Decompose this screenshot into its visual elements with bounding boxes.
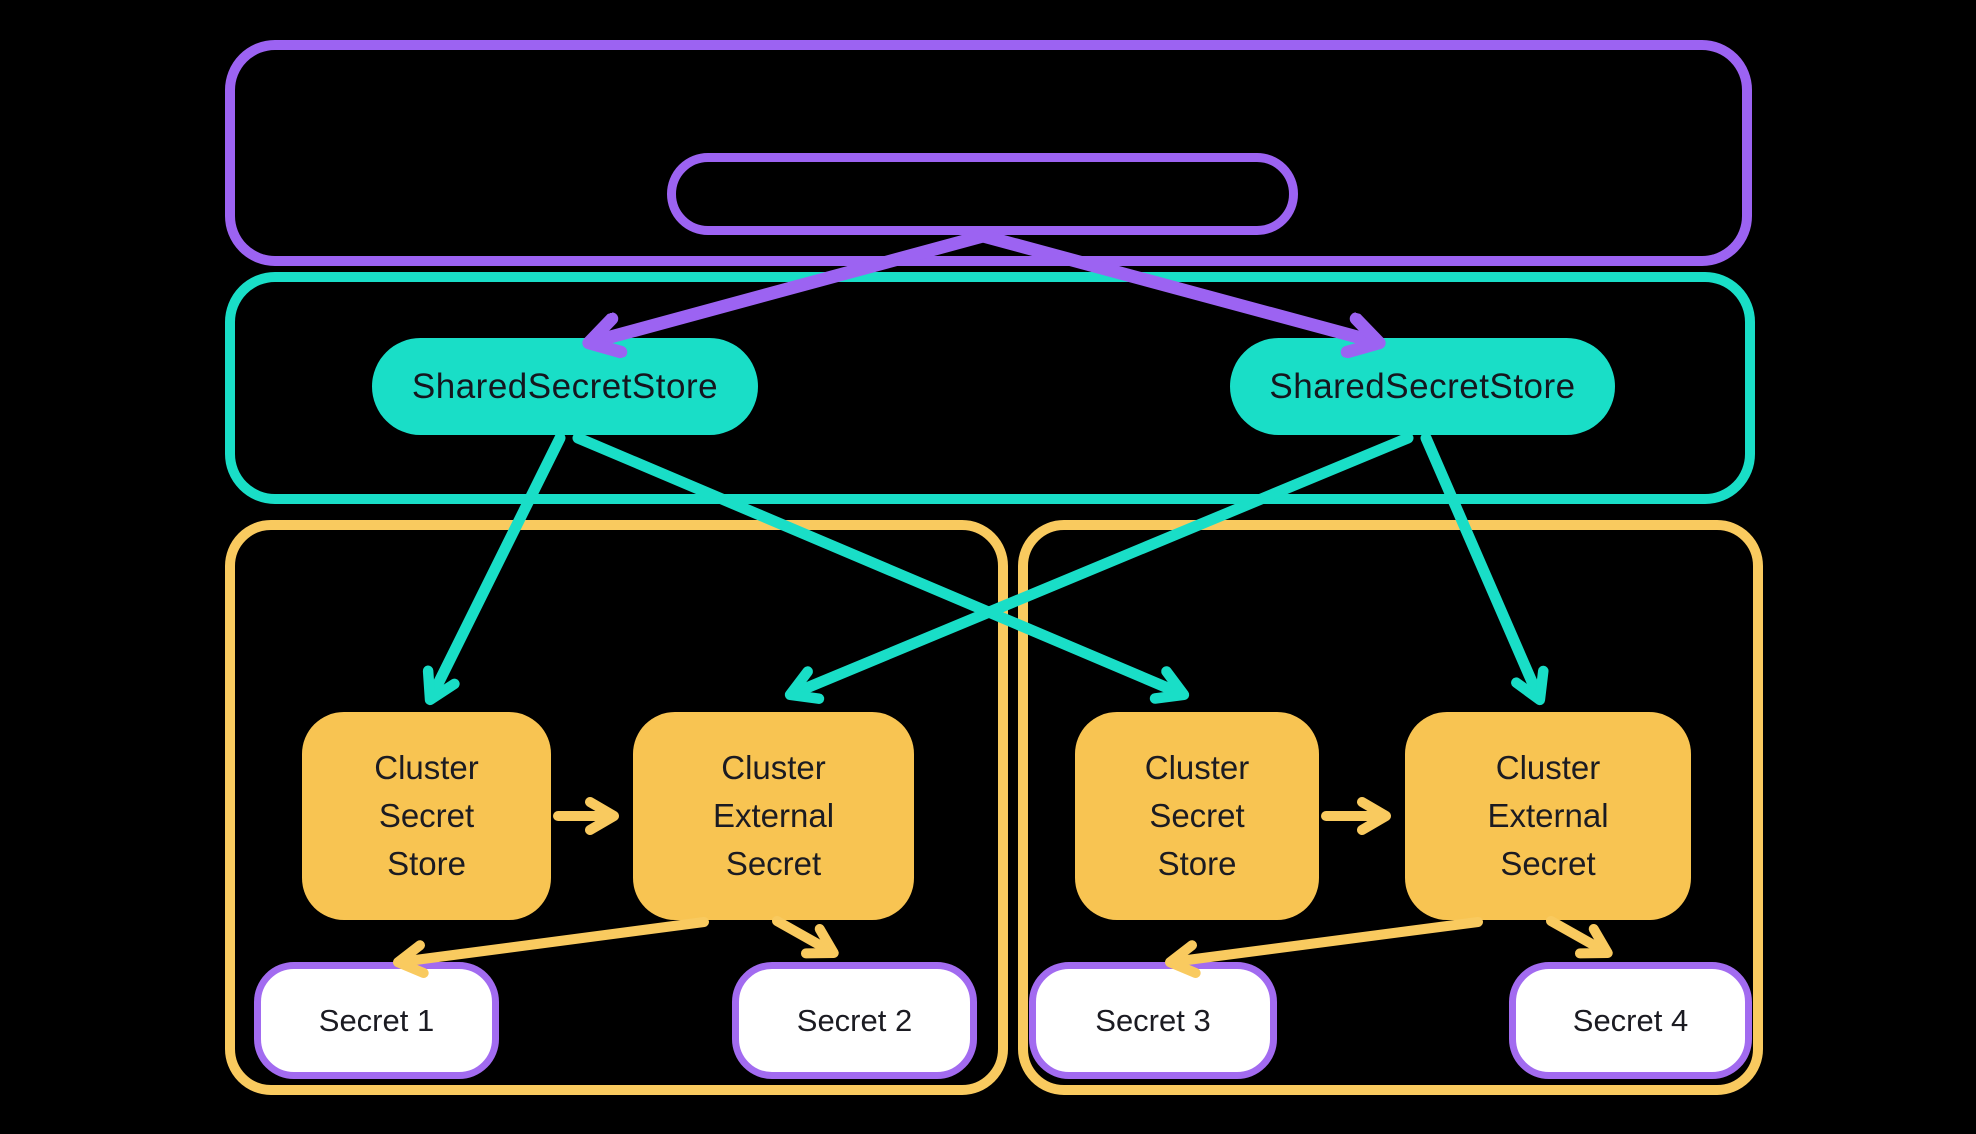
node-label-line: External [1487,797,1609,834]
cluster-secret-store-node-left: Cluster Secret Store [302,712,551,920]
node-label-line: External [712,797,835,834]
secret-pill-2: Secret 2 [732,962,977,1079]
node-label-line: Cluster [374,749,479,786]
node-label-line: Cluster [1144,749,1250,786]
node-label-line: Secret [725,845,822,882]
secret-label: Secret 3 [1095,1002,1211,1038]
secret-pill-1: Secret 1 [254,962,499,1079]
cluster-external-secret-node-left: Cluster External Secret [633,712,914,920]
secret-label: Secret 4 [1572,1002,1689,1038]
cluster-secret-store-node-right: Cluster Secret Store [1075,712,1319,920]
node-label-line: Secret [1149,797,1245,834]
shared-secret-store-label: SharedSecretStore [411,366,719,406]
secret-label: Secret 2 [796,1002,913,1038]
node-label-line: Store [1157,845,1237,882]
node-label-line: Cluster [721,749,826,786]
node-label-line: Store [387,845,466,882]
top-group-pill [667,153,1298,235]
secret-pill-4: Secret 4 [1509,962,1752,1079]
shared-secret-store-pill-left: SharedSecretStore [372,338,758,435]
cluster-external-secret-node-right: Cluster External Secret [1405,712,1691,920]
secret-label: Secret 1 [318,1002,435,1038]
secret-pill-3: Secret 3 [1029,962,1277,1079]
shared-secret-store-pill-right: SharedSecretStore [1230,338,1615,435]
node-label-line: Secret [378,797,475,834]
shared-secret-store-label: SharedSecretStore [1269,366,1576,406]
node-label-line: Cluster [1495,749,1601,786]
node-label-line: Secret [1500,845,1596,882]
